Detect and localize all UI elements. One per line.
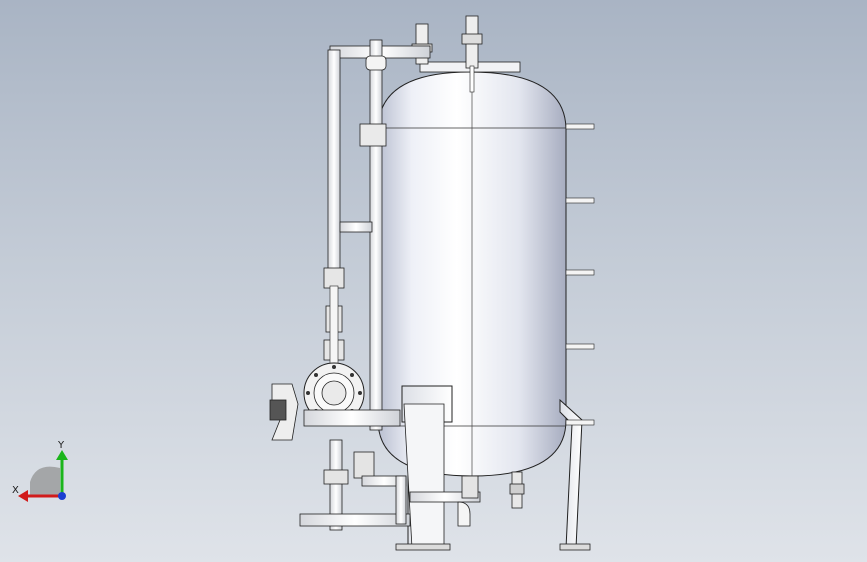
y-axis-arrowhead: [56, 450, 68, 460]
support-legs[interactable]: [395, 385, 591, 551]
triad-plane: [30, 466, 60, 496]
side-nozzles[interactable]: [565, 123, 595, 426]
x-axis-arrowhead: [18, 490, 28, 502]
x-axis-label: X: [12, 485, 19, 496]
orientation-triad: X Y: [12, 440, 68, 502]
y-axis-label: Y: [57, 440, 65, 451]
drain-piping[interactable]: [299, 439, 525, 531]
z-axis-dot: [58, 492, 66, 500]
vent-piping[interactable]: [323, 39, 431, 431]
manway-flange[interactable]: [269, 362, 401, 441]
